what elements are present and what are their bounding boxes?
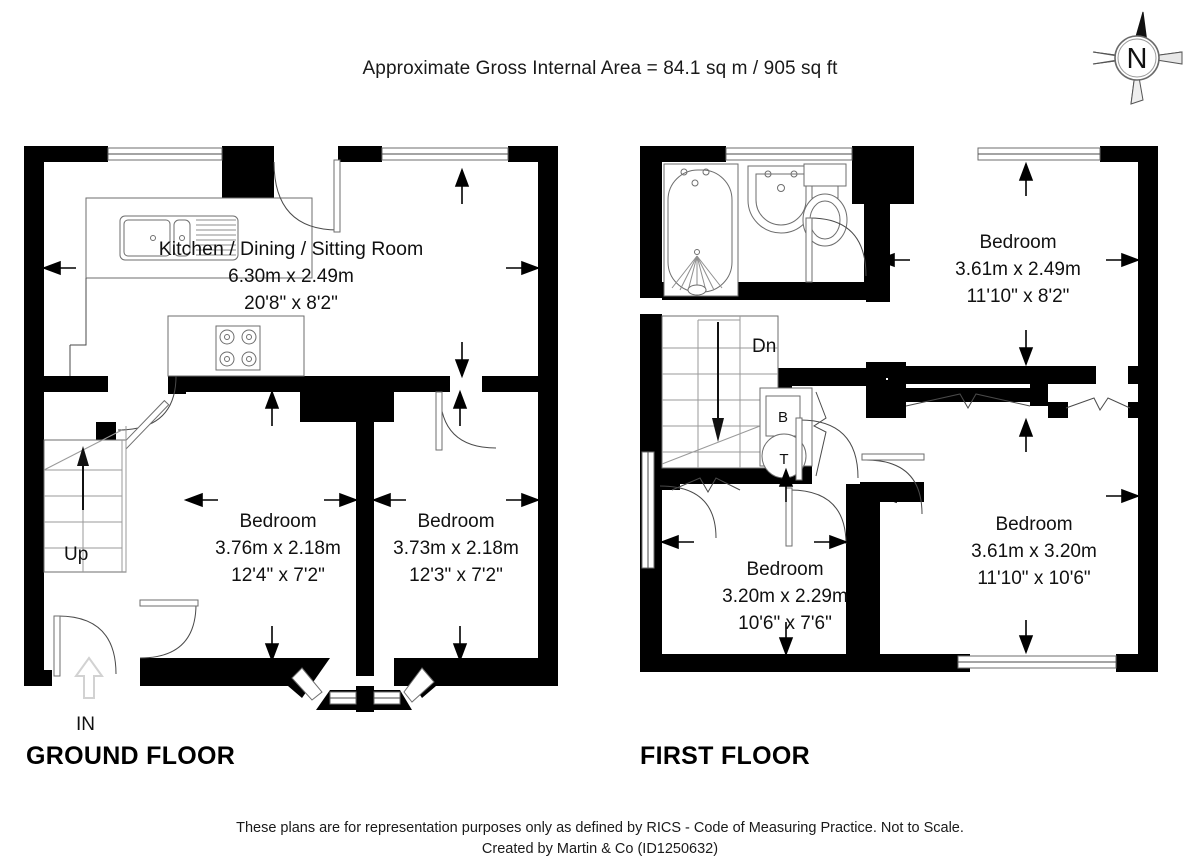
boiler-label: B: [778, 409, 788, 426]
airing-cupboard: B T: [759, 387, 827, 479]
room-name: Bedroom: [746, 559, 823, 580]
bathtub-icon: [663, 163, 739, 297]
footer: These plans are for representation purpo…: [0, 818, 1200, 860]
first-floor-title: FIRST FLOOR: [640, 742, 810, 770]
ground-floor-plan: Up IN: [24, 146, 558, 735]
first-room-label-bedroom-1: Bedroom 3.61m x 2.49m 11'10" x 8'2": [955, 232, 1081, 307]
cooker-hob-icon: [167, 315, 305, 377]
first-floor-staircase: [661, 315, 779, 469]
first-floor-door-bedroom-2: [861, 453, 925, 515]
floorplans-container: Up IN: [0, 130, 1200, 750]
compass-circle: [1114, 35, 1160, 81]
room-metric: 3.61m x 3.20m: [971, 541, 1097, 562]
ground-floor-staircase: [43, 426, 127, 573]
ground-floor-walls: [24, 146, 558, 712]
room-metric: 3.61m x 2.49m: [955, 259, 1081, 280]
room-name: Bedroom: [995, 514, 1072, 535]
ground-room-label-bedroom-2: Bedroom 3.73m x 2.18m 12'3" x 7'2": [393, 511, 519, 586]
ground-room-label-bedroom-1: Bedroom 3.76m x 2.18m 12'4" x 7'2": [215, 511, 341, 586]
stairs-up-arrow-icon: [77, 446, 89, 510]
first-floor-window-bathroom: [725, 147, 853, 161]
first-floor-dimension-arrows: [659, 161, 1141, 657]
bathroom-door: [805, 217, 867, 283]
first-floor-door-bedroom-3: [785, 487, 847, 547]
first-room-label-bedroom-2: Bedroom 3.61m x 3.20m 11'10" x 10'6": [971, 514, 1097, 589]
ground-floor-dimension-arrows: [41, 167, 541, 663]
ground-floor-bay-window-left: [291, 667, 357, 705]
tank-label: T: [779, 451, 788, 468]
entrance-label: IN: [76, 714, 95, 735]
footer-credit: Created by Martin & Co (ID1250632): [481, 841, 719, 858]
ground-floor-window-kitchen: [107, 147, 223, 161]
first-floor-window-bedroom-3: [641, 451, 655, 569]
room-metric: 3.76m x 2.18m: [215, 538, 341, 559]
room-metric: 6.30m x 2.49m: [228, 266, 354, 287]
ground-room-label-kitchen: Kitchen / Dining / Sitting Room 6.30m x …: [159, 238, 423, 314]
room-imperial: 11'10" x 10'6": [977, 568, 1090, 589]
room-name: Bedroom: [417, 511, 494, 532]
stairs-down-label: Dn: [752, 336, 776, 357]
first-room-label-bedroom-3: Bedroom 3.20m x 2.29m 10'6" x 7'6": [722, 559, 848, 634]
room-imperial: 12'4" x 7'2": [231, 565, 325, 586]
first-floor-plan: Dn B T: [640, 146, 1158, 672]
footer-disclaimer: These plans are for representation purpo…: [236, 820, 964, 836]
gross-internal-area-note: Approximate Gross Internal Area = 84.1 s…: [362, 58, 838, 79]
first-floor-window-bedroom-1: [977, 147, 1101, 161]
boiler-icon: [765, 395, 801, 437]
room-name: Kitchen / Dining / Sitting Room: [159, 238, 423, 260]
stairs-up-label: Up: [64, 544, 88, 565]
ground-floor-front-door: [53, 615, 117, 677]
wardrobe-detail: [671, 393, 1131, 494]
room-metric: 3.20m x 2.29m: [722, 586, 848, 607]
room-name: Bedroom: [239, 511, 316, 532]
washbasin-icon: [747, 165, 815, 234]
ground-floor-door-bedroom-right: [435, 391, 497, 451]
room-imperial: 12'3" x 7'2": [409, 565, 503, 586]
ground-floor-door-hall-to-kitchen: [273, 159, 341, 233]
ground-floor-door-hall: [139, 599, 199, 659]
kitchen-sink-icon: [85, 197, 313, 279]
room-imperial: 20'8" x 8'2": [244, 293, 338, 314]
ground-floor-title: GROUND FLOOR: [26, 742, 236, 770]
room-metric: 3.73m x 2.18m: [393, 538, 519, 559]
first-floor-door-bedroom-1: [795, 417, 859, 481]
room-name: Bedroom: [979, 232, 1056, 253]
entrance-arrow-icon: [74, 656, 104, 699]
stairs-down-arrow-icon: [712, 322, 724, 442]
room-imperial: 11'10" x 8'2": [967, 286, 1070, 307]
ground-floor-bay-window-right: [373, 667, 435, 705]
first-floor-window-bedroom-2: [957, 655, 1117, 669]
toilet-icon: [802, 163, 848, 247]
first-floor-door-landing: [659, 485, 717, 539]
ground-floor-window-right: [381, 147, 509, 161]
room-imperial: 10'6" x 7'6": [738, 613, 832, 634]
compass-rose: N: [1085, 8, 1190, 108]
compass-north-label: N: [1127, 43, 1148, 75]
